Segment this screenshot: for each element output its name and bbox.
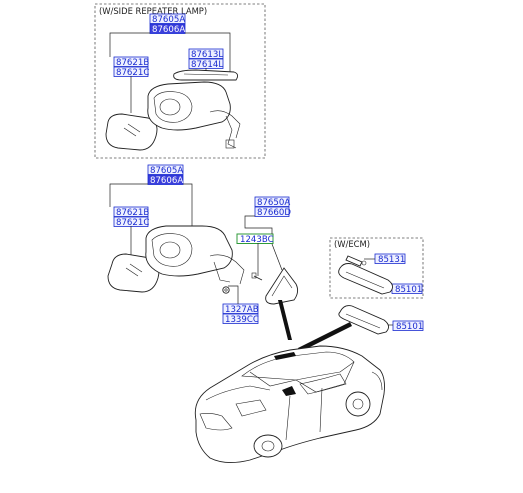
mid-mirror-glass (107, 253, 160, 293)
mid-leader-nut (228, 285, 239, 304)
top-leader-glass (109, 32, 150, 57)
mid-nut-label[interactable]: 1327AB 1339CC (222, 303, 259, 325)
ecm-caption: (W/ECM) (334, 239, 370, 249)
mid-glass-label[interactable]: 87621B 87621C (113, 206, 149, 228)
car-illustration (194, 345, 385, 463)
mid-leader-cover (244, 215, 283, 271)
ecm-part-b-text: 85101 (395, 285, 422, 295)
inside-mirror-label[interactable]: 85101 (392, 320, 424, 332)
top-glass-b-text: 87621C (116, 68, 149, 78)
mid-glass-b-text: 87621C (116, 218, 149, 228)
ecm-bracket-part (345, 255, 367, 267)
mid-cover-label[interactable]: 87650A 87660D (254, 196, 291, 218)
mid-cover-b-text: 87660D (257, 208, 291, 218)
mid-nut-part (222, 286, 230, 294)
mid-glass-a-text: 87621B (116, 208, 149, 218)
mid-bolt-text: 1243BC (240, 235, 274, 245)
mid-bolt-part (251, 272, 263, 281)
side-repeater-caption: (W/SIDE REPEATER LAMP) (99, 6, 207, 16)
mid-leader-glass (109, 183, 148, 207)
top-glass-label[interactable]: 87621B 87621C (113, 56, 149, 78)
mid-bolt-label[interactable]: 1243BC (236, 233, 274, 245)
mid-leader-assy (183, 183, 193, 230)
mid-assy-b-text: 87606A (150, 176, 183, 186)
mid-assy-a-text: 87605A (150, 166, 183, 176)
top-leader-assy (185, 32, 231, 80)
ecm-part-a-label[interactable]: 85131 (374, 253, 406, 265)
ecm-part-a-text: 85131 (378, 255, 405, 265)
mid-triangle-cover (265, 267, 299, 305)
top-repeater-lamp (173, 69, 239, 81)
inside-mirror-part (338, 305, 389, 335)
mid-mirror-housing (145, 225, 245, 285)
mid-assy-label[interactable]: 87605A 87606A (147, 164, 184, 186)
top-glass-a-text: 87621B (116, 58, 149, 68)
pointer-arrow-door-mirror (278, 300, 292, 340)
mid-cover-a-text: 87650A (257, 198, 290, 208)
top-assy-label[interactable]: 87605A 87606A (149, 13, 186, 35)
top-lamp-b-text: 87614L (191, 60, 223, 70)
top-assy-b-text: 87606A (152, 25, 185, 35)
ecm-frame (329, 237, 424, 299)
pointer-arrow-inside-mirror (298, 322, 352, 352)
top-lamp-a-text: 87613L (191, 50, 223, 60)
inside-mirror-text: 85101 (396, 322, 423, 332)
mid-nut-b-text: 1339CC (225, 315, 259, 325)
ecm-part-b-label[interactable]: 85101 (391, 283, 423, 295)
top-mirror-housing (147, 81, 241, 149)
mid-nut-a-text: 1327AB (225, 305, 259, 315)
ecm-mirror-part (338, 263, 393, 295)
top-lamp-label[interactable]: 87613L 87614L (188, 48, 224, 70)
top-assy-a-text: 87605A (152, 15, 185, 25)
top-mirror-glass (105, 113, 158, 151)
